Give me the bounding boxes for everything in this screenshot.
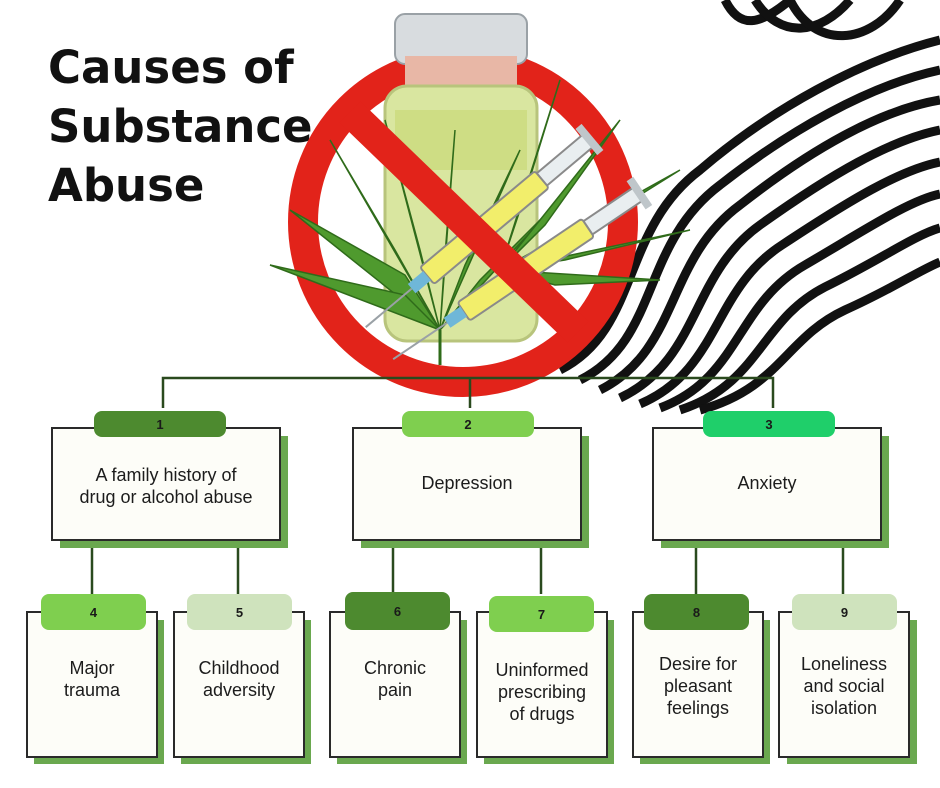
subcause-7-line-1: Uninformed xyxy=(495,660,589,680)
title-line-3: Abuse xyxy=(48,159,205,212)
subcause-9-line-3: isolation xyxy=(810,698,878,718)
subcause-4-line-1: Major xyxy=(69,658,115,678)
cause-number-2: 2 xyxy=(402,411,534,437)
subcause-7-line-3: of drugs xyxy=(509,704,575,724)
subcause-6-line-2: pain xyxy=(377,680,413,700)
subcause-6-line-1: Chronic xyxy=(363,658,427,678)
subcause-number-8: 8 xyxy=(644,594,749,630)
subcause-8-line-2: pleasant xyxy=(663,676,733,696)
cause-number-1: 1 xyxy=(94,411,226,437)
cause-card-1-text: A family history of drug or alcohol abus… xyxy=(53,455,279,517)
subcause-9-line-1: Loneliness xyxy=(800,654,888,674)
subcause-5-text: Childhood adversity xyxy=(175,647,303,711)
subcause-9-line-2: and social xyxy=(803,676,885,696)
subcause-7-line-2: prescribing xyxy=(497,682,587,702)
cause-card-1: A family history of drug or alcohol abus… xyxy=(51,427,281,541)
cause-number-3: 3 xyxy=(703,411,835,437)
cause-card-3: Anxiety xyxy=(652,427,882,541)
subcause-7-text: Uninformed prescribing of drugs xyxy=(478,657,606,727)
connector-lines xyxy=(90,376,845,594)
cause-1-line-1: A family history of xyxy=(95,465,237,485)
subcause-8-line-1: Desire for xyxy=(658,654,738,674)
subcause-5-line-2: adversity xyxy=(202,680,276,700)
subcause-8-line-3: feelings xyxy=(666,698,730,718)
subcause-5-line-1: Childhood xyxy=(198,658,280,678)
subcause-number-9: 9 xyxy=(792,594,897,630)
page-title: Causes of Substance Abuse xyxy=(48,38,313,215)
no-drugs-sign-icon xyxy=(269,13,691,397)
title-line-1: Causes of xyxy=(48,41,294,94)
subcause-card-5: Childhood adversity xyxy=(173,611,305,758)
cause-2-text: Depression xyxy=(421,473,513,493)
cause-1-line-2: drug or alcohol abuse xyxy=(79,487,253,507)
subcause-card-7: Uninformed prescribing of drugs xyxy=(476,611,608,758)
cause-3-text: Anxiety xyxy=(737,473,797,493)
subcause-number-4: 4 xyxy=(41,594,146,630)
wave-stripes-decoration xyxy=(557,0,940,415)
subcause-6-text: Chronic pain xyxy=(331,647,459,711)
title-line-2: Substance xyxy=(48,100,313,153)
subcause-card-9: Loneliness and social isolation xyxy=(778,611,910,758)
subcause-card-6: Chronic pain xyxy=(329,611,461,758)
cause-card-2: Depression xyxy=(352,427,582,541)
subcause-card-8: Desire for pleasant feelings xyxy=(632,611,764,758)
subcause-number-7: 7 xyxy=(489,596,594,632)
subcause-number-6: 6 xyxy=(345,592,450,630)
subcause-4-line-2: trauma xyxy=(63,680,121,700)
subcause-number-5: 5 xyxy=(187,594,292,630)
subcause-4-text: Major trauma xyxy=(28,647,156,711)
subcause-9-text: Loneliness and social isolation xyxy=(780,651,908,721)
subcause-8-text: Desire for pleasant feelings xyxy=(634,651,762,721)
subcause-card-4: Major trauma xyxy=(26,611,158,758)
